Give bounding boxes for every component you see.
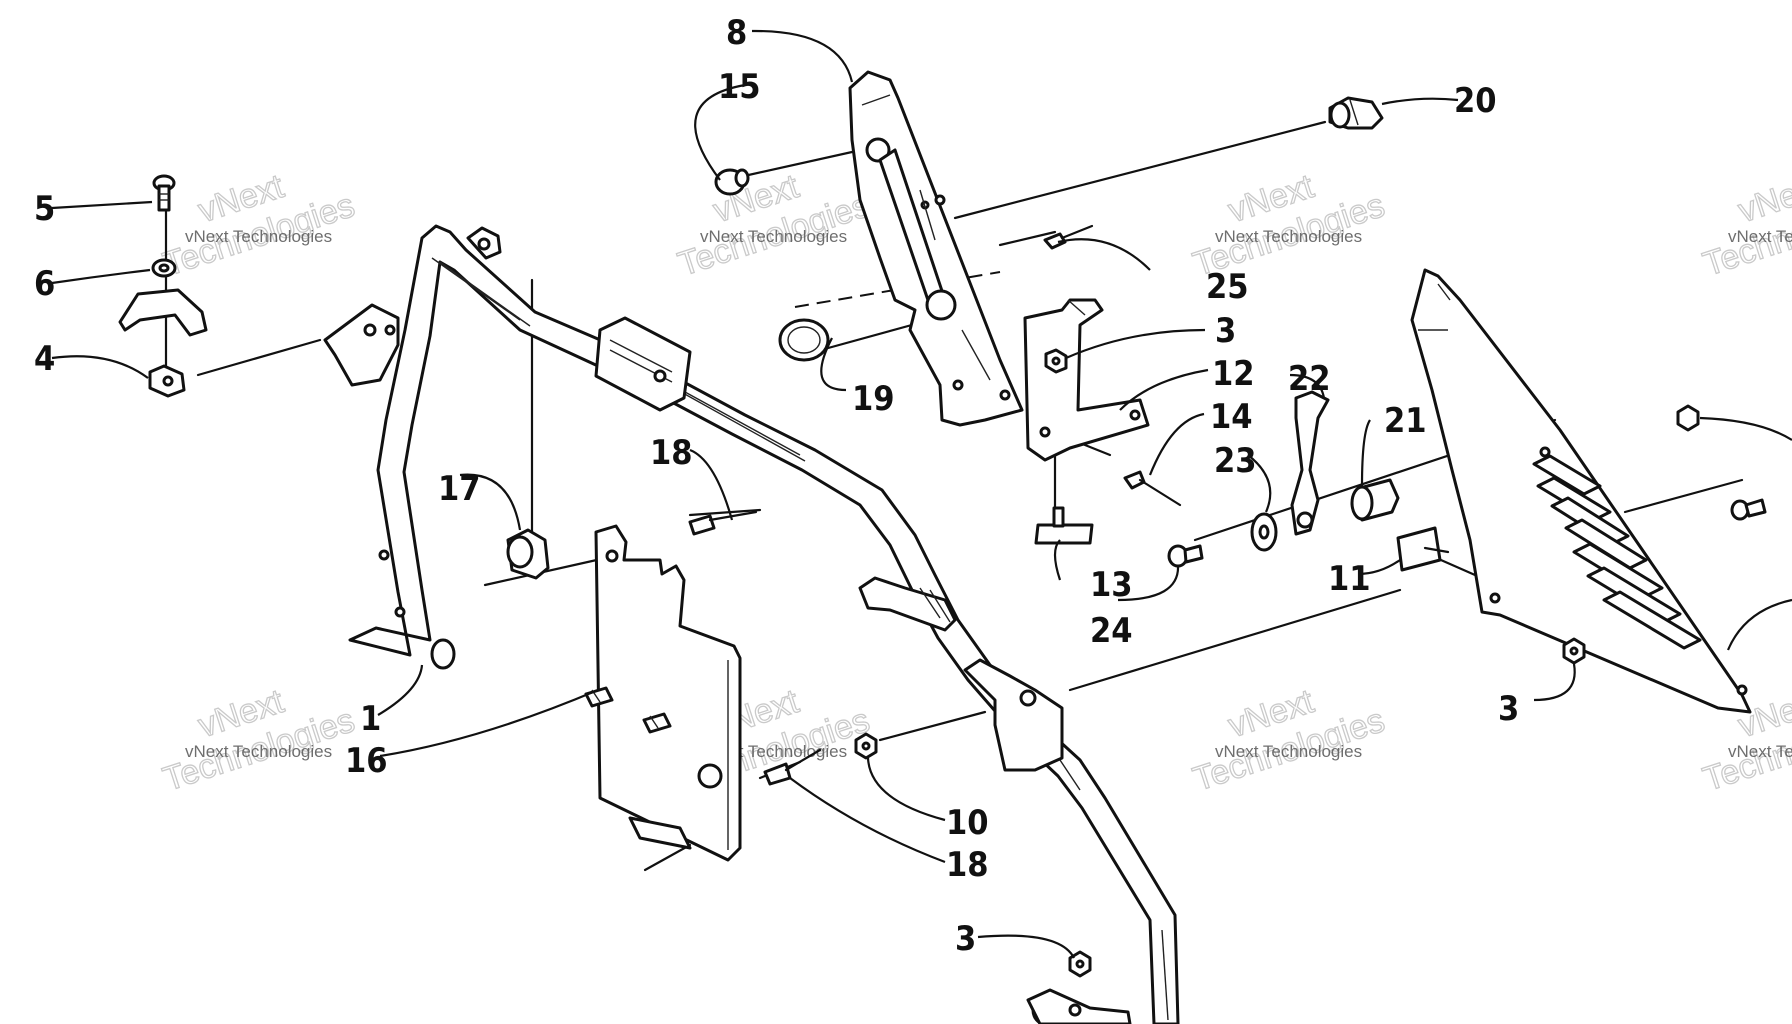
callout-labels: 5 6 4 8 15 20 25 19 3 12 14 22 21 23 13 … [34, 13, 1519, 959]
nut-part-right-upper [1676, 404, 1700, 432]
watermark-caption: vNext Technologies [185, 227, 332, 246]
watermark: vNext Technologies [158, 681, 360, 799]
callout-14: 14 [1210, 397, 1253, 437]
vent-slots [1532, 454, 1702, 650]
callout-16: 16 [345, 741, 388, 781]
callout-25: 25 [1206, 267, 1249, 307]
screw-part-5 [152, 174, 176, 212]
leader-lines [51, 29, 1792, 959]
callout-11: 11 [1328, 559, 1371, 599]
watermark-caption: vNext Technologies [1215, 742, 1362, 761]
watermark: vNext Technologies [1698, 166, 1792, 284]
washer-part-6 [151, 258, 177, 278]
grommet-part-17 [506, 528, 550, 580]
callout-19: 19 [852, 379, 895, 419]
washer-part-23 [1250, 512, 1278, 552]
stud-part-13 [1034, 506, 1094, 545]
callout-22: 22 [1288, 359, 1331, 399]
nut-part-10 [854, 732, 878, 760]
callout-5: 5 [34, 189, 55, 229]
bracket-part-12 [1023, 298, 1150, 462]
clip-part-4 [148, 364, 186, 398]
nut-part-3-right [1562, 637, 1586, 665]
callout-3-upper: 3 [1215, 311, 1236, 351]
watermark: vNext Technologies [1188, 166, 1390, 284]
latch-part-22 [1290, 390, 1330, 536]
clip-part-18-upper [688, 510, 758, 536]
nut-part-3-lower [1068, 950, 1092, 978]
grommet-part-15 [714, 168, 750, 196]
screw-part-right [1730, 498, 1767, 521]
spacer-part-21 [1350, 478, 1400, 522]
callout-4: 4 [34, 339, 55, 379]
callout-18-upper: 18 [650, 433, 693, 473]
watermark-caption: vNext Technologies [1215, 227, 1362, 246]
screw-part-24 [1167, 544, 1204, 568]
callout-1: 1 [360, 699, 381, 739]
clip-part-14 [1123, 470, 1182, 507]
switch-plate-part-16 [584, 524, 742, 862]
callout-10: 10 [946, 803, 989, 843]
watermark-caption: vNext Technologies [1728, 227, 1792, 246]
watermark: vNext Technologies [1188, 681, 1390, 799]
mounting-plate-part-8 [848, 70, 1024, 427]
stud-part-11 [1396, 526, 1450, 572]
bushing-part-20 [1328, 96, 1384, 130]
bracket-plate [118, 288, 208, 337]
watermark-caption: vNext Technologies [1728, 742, 1792, 761]
knob-part-19 [778, 318, 830, 362]
callout-13: 13 [1090, 565, 1133, 605]
watermark-caption: vNext Technologies [185, 742, 332, 761]
callout-23: 23 [1214, 441, 1257, 481]
callout-18-lower: 18 [946, 845, 989, 885]
vented-side-panel [1410, 268, 1752, 714]
callout-20: 20 [1454, 81, 1497, 121]
watermark-caption: vNext Technologies [700, 227, 847, 246]
callout-17: 17 [438, 469, 481, 509]
main-frame-part-1 [323, 224, 1180, 1024]
watermark: vNext Technologies [158, 166, 360, 284]
callout-3-right: 3 [1498, 689, 1519, 729]
callout-12: 12 [1212, 354, 1255, 394]
callout-6: 6 [34, 264, 55, 304]
callout-15: 15 [718, 67, 761, 107]
nut-part-3-upper [1044, 348, 1068, 374]
watermark: vNext Technologies [673, 166, 875, 284]
pin-part-25 [1043, 224, 1094, 250]
callout-24: 24 [1090, 611, 1133, 651]
callout-8: 8 [726, 13, 747, 53]
callout-3-lower: 3 [955, 919, 976, 959]
callout-21: 21 [1384, 401, 1427, 441]
